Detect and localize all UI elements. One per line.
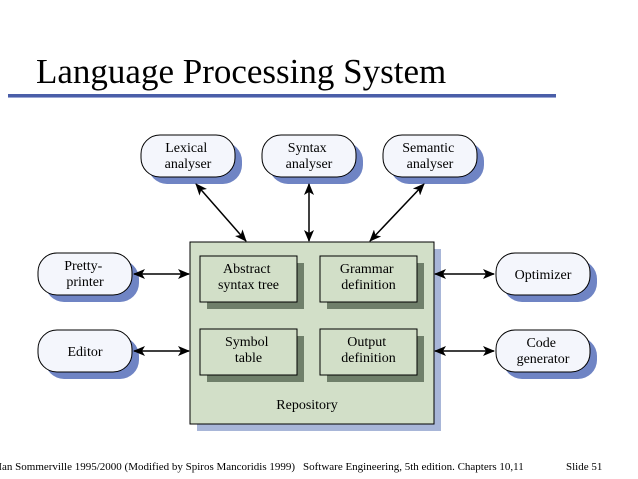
svg-text:Syntax analyser: Syntax analyser — [286, 141, 333, 172]
syntax-analyser-line1: Syntax — [288, 141, 327, 156]
node-code-generator: Code generator — [495, 329, 597, 379]
optimizer-label: Optimizer — [515, 268, 572, 283]
svg-text:Symbol table: Symbol table — [225, 335, 272, 366]
arrow-semantic-to-repository — [369, 183, 425, 242]
svg-text:Pretty- printer: Pretty- printer — [64, 259, 106, 290]
footer-book-reference: Software Engineering, 5th edition. Chapt… — [303, 461, 524, 473]
repository-item-grammar-definition: Grammar definition — [319, 255, 424, 309]
semantic-analyser-line1: Semantic — [402, 141, 454, 156]
slide-title: Language Processing System — [36, 52, 447, 91]
svg-text:Grammar definition: Grammar definition — [340, 262, 397, 293]
repository-item-abstract-syntax-tree: Abstract syntax tree — [199, 255, 304, 309]
repository-item-output-definition: Output definition — [319, 328, 424, 382]
lexical-analyser-line2: analyser — [165, 157, 212, 172]
output-definition-line2: definition — [341, 351, 395, 366]
grammar-definition-line1: Grammar — [340, 262, 394, 277]
semantic-analyser-line2: analyser — [407, 157, 454, 172]
svg-text:Output definition: Output definition — [341, 335, 395, 366]
title-underline-shadow — [8, 97, 556, 98]
lexical-analyser-line1: Lexical — [165, 141, 207, 156]
title-underline — [8, 94, 556, 97]
footer-slide-number: Slide 51 — [566, 461, 603, 473]
node-syntax-analyser: Syntax analyser — [261, 134, 363, 184]
output-definition-line1: Output — [347, 335, 386, 350]
repository-label: Repository — [276, 398, 337, 413]
svg-text:Abstract syntax tree: Abstract syntax tree — [218, 262, 279, 293]
footer-copyright: ©Ian Sommerville 1995/2000 (Modified by … — [0, 461, 296, 473]
code-generator-line2: generator — [517, 352, 570, 367]
grammar-definition-line2: definition — [341, 278, 395, 293]
symbol-table-line1: Symbol — [225, 335, 269, 350]
syntax-analyser-line2: analyser — [286, 157, 333, 172]
node-editor: Editor — [37, 329, 139, 379]
node-lexical-analyser: Lexical analyser — [140, 134, 242, 184]
arrow-lexical-to-repository — [195, 183, 247, 242]
editor-label: Editor — [68, 345, 103, 360]
pretty-printer-line2: printer — [66, 275, 104, 290]
code-generator-line1: Code — [526, 336, 556, 351]
svg-text:Semantic analyser: Semantic analyser — [402, 141, 458, 172]
abstract-syntax-tree-line1: Abstract — [223, 262, 271, 277]
abstract-syntax-tree-line2: syntax tree — [218, 278, 279, 293]
svg-text:Code generator: Code generator — [517, 336, 570, 367]
node-pretty-printer: Pretty- printer — [37, 252, 139, 302]
repository-item-symbol-table: Symbol table — [199, 328, 304, 382]
pretty-printer-line1: Pretty- — [64, 259, 102, 274]
symbol-table-line2: table — [235, 351, 262, 366]
node-semantic-analyser: Semantic analyser — [382, 134, 484, 184]
node-optimizer: Optimizer — [495, 252, 597, 302]
svg-text:Lexical analyser: Lexical analyser — [165, 141, 212, 172]
